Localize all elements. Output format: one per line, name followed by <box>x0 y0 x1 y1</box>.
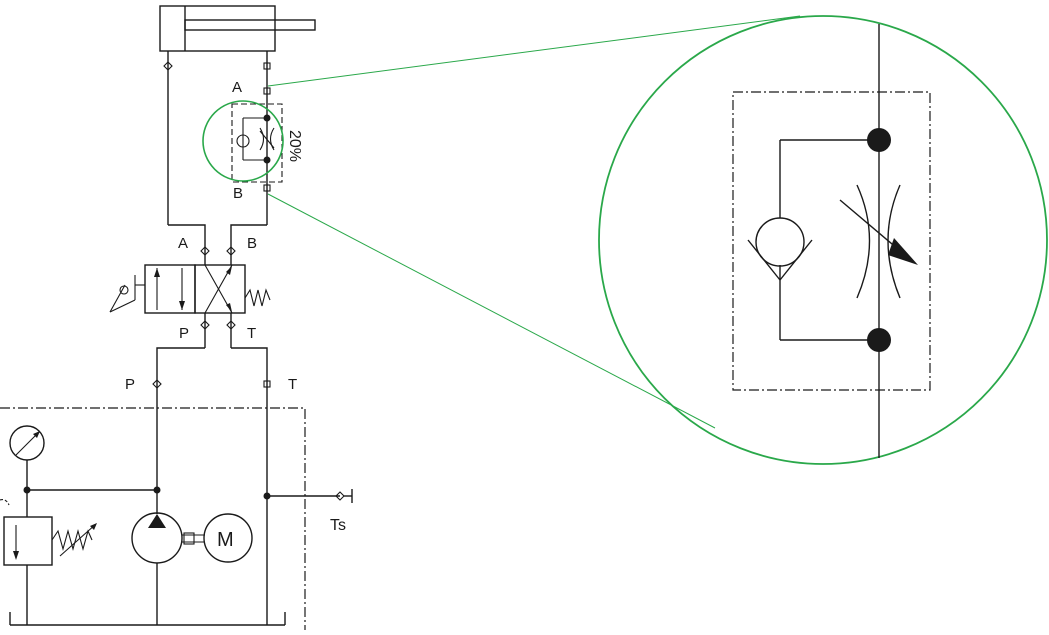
relief-valve-icon <box>0 490 97 625</box>
throttle-check-valve-zoom-icon <box>732 24 931 458</box>
throttle-check-valve-small-icon <box>231 103 283 183</box>
valve-t-line <box>226 313 271 625</box>
valve-port-p-label: P <box>179 325 189 342</box>
drain-label: Ts <box>330 517 346 534</box>
drain-line <box>263 489 353 503</box>
supply-t-label: T <box>288 376 297 393</box>
cylinder-icon <box>159 5 316 52</box>
cylinder-port-b-line <box>263 51 271 225</box>
valve-port-t-label: T <box>247 325 256 342</box>
cylinder-port-b-label: B <box>233 185 243 202</box>
cylinder-port-a-line <box>163 51 173 225</box>
throttle-setting-label: 20% <box>286 130 303 162</box>
hydraulic-pump-icon <box>131 490 205 625</box>
zoom-callout <box>202 15 1048 465</box>
supply-p-label: P <box>125 376 135 393</box>
valve-b-line <box>226 224 267 265</box>
valve-port-a-label: A <box>178 235 188 252</box>
directional-valve-icon <box>109 264 271 314</box>
motor-label: M <box>217 529 234 551</box>
valve-p-line <box>152 313 210 490</box>
power-unit-frame <box>0 407 306 630</box>
tank-icon <box>9 612 286 626</box>
pressure-gauge-icon <box>9 425 45 490</box>
cylinder-port-a-label: A <box>232 79 242 96</box>
valve-port-b-label: B <box>247 235 257 252</box>
valve-a-line <box>168 224 210 265</box>
electric-motor-icon <box>203 513 253 563</box>
